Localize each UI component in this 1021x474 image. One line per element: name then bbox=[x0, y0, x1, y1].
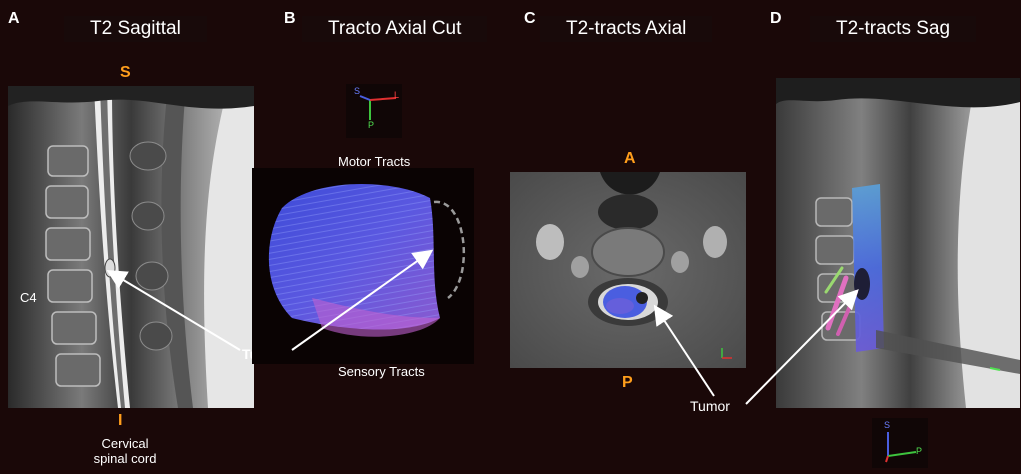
panel-a-c4-label: C4 bbox=[20, 290, 37, 305]
tractography-axial-image bbox=[252, 168, 474, 364]
panel-c-anterior-label: A bbox=[624, 150, 636, 167]
panel-c-title: T2-tracts Axial bbox=[540, 16, 713, 42]
panel-c-letter: C bbox=[524, 10, 536, 27]
t2-tracts-axial-mri-image bbox=[510, 172, 746, 368]
panel-b-orientation-axes: S L P bbox=[346, 84, 402, 138]
panel-d-title: T2-tracts Sag bbox=[810, 16, 977, 42]
t2-tracts-sagittal-mri-image bbox=[776, 78, 1020, 408]
panel-c-tumor-label: Tumor bbox=[690, 398, 730, 414]
axis-l-label: L bbox=[394, 90, 400, 100]
caption-line-1: Cervical bbox=[101, 436, 149, 451]
tumor-arrow-d bbox=[745, 289, 859, 405]
axis-s-label: S bbox=[354, 86, 361, 96]
panel-c-posterior-label: P bbox=[622, 374, 633, 391]
panel-b-title: Tracto Axial Cut bbox=[302, 16, 488, 42]
panel-a-superior-label: S bbox=[120, 64, 131, 81]
t2-sagittal-mri-image bbox=[8, 86, 254, 408]
panel-b-letter: B bbox=[284, 10, 296, 27]
panel-a-caption: Cervical spinal cord bbox=[92, 436, 158, 466]
caption-line-2: spinal cord bbox=[93, 451, 157, 466]
tumor-arrow-b bbox=[291, 249, 434, 351]
panel-a-inferior-label: I bbox=[118, 412, 123, 429]
axis-s-label: S bbox=[884, 420, 891, 430]
panel-d-letter: D bbox=[770, 10, 782, 27]
axis-p-label: P bbox=[916, 446, 923, 456]
axis-p-label: P bbox=[368, 120, 375, 130]
panel-a-letter: A bbox=[8, 10, 20, 27]
panel-a-title: T2 Sagittal bbox=[64, 16, 207, 42]
motor-tracts-label: Motor Tracts bbox=[338, 154, 411, 169]
tumor-arrow-c bbox=[653, 304, 715, 397]
panel-d-orientation-axes: S P bbox=[872, 418, 928, 468]
tumor-arrow-a bbox=[106, 269, 241, 351]
sensory-tracts-label: Sensory Tracts bbox=[338, 364, 425, 379]
